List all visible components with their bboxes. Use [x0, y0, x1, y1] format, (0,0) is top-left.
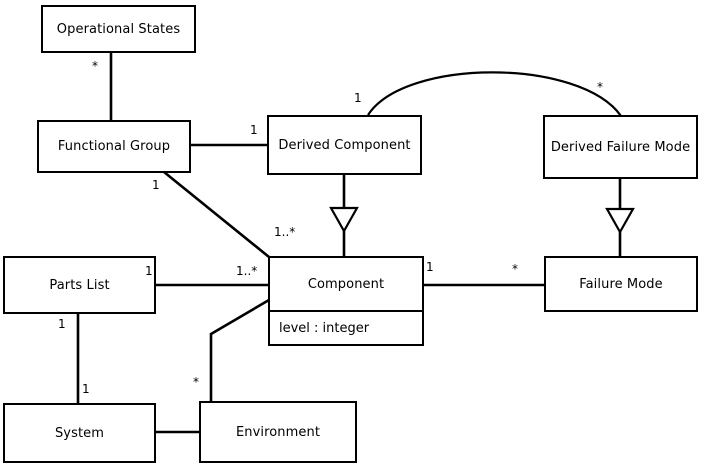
class-box-operational-states[interactable]: Operational States — [41, 5, 196, 53]
edge-environment-component — [209, 298, 270, 401]
class-name-derived-failure-mode: Derived Failure Mode — [550, 139, 691, 155]
class-box-environment[interactable]: Environment — [199, 401, 357, 463]
class-name-system: System — [54, 425, 105, 441]
multiplicity-component-parts-list: 1..* — [236, 264, 258, 278]
class-box-component[interactable]: Component level : integer — [268, 256, 424, 346]
multiplicity-failure-mode-component: * — [512, 262, 518, 276]
class-box-parts-list[interactable]: Parts List — [3, 256, 156, 314]
generalization-triangle-failure-mode — [605, 207, 635, 235]
class-name-component: Component — [307, 276, 385, 292]
generalization-triangle-component — [329, 206, 359, 234]
class-name-parts-list: Parts List — [49, 277, 110, 293]
edge-derived-component-derived-failure-mode — [367, 71, 622, 117]
multiplicity-derived-component-derived-failure-mode: 1 — [354, 91, 362, 105]
multiplicity-environment-component: * — [193, 375, 199, 389]
class-box-derived-failure-mode[interactable]: Derived Failure Mode — [543, 115, 698, 179]
class-box-failure-mode[interactable]: Failure Mode — [544, 256, 698, 312]
multiplicity-parts-list-component: 1 — [145, 264, 153, 278]
edge-functional-group-component — [163, 170, 270, 259]
multiplicity-derived-failure-mode-derived-component: * — [597, 80, 603, 94]
multiplicity-system-parts-list: 1 — [82, 382, 90, 396]
class-attribute-component-level: level : integer — [270, 310, 422, 344]
class-name-environment: Environment — [235, 424, 321, 440]
class-name-failure-mode: Failure Mode — [579, 276, 663, 292]
class-name-derived-component: Derived Component — [278, 137, 411, 153]
class-box-derived-component[interactable]: Derived Component — [267, 115, 422, 175]
multiplicity-parts-list-system: 1 — [58, 317, 66, 331]
multiplicity-functional-group-component: 1 — [152, 178, 160, 192]
multiplicity-operational-states-functional-group: * — [92, 59, 98, 73]
class-box-functional-group[interactable]: Functional Group — [37, 120, 191, 173]
class-name-operational-states: Operational States — [56, 21, 181, 37]
class-box-system[interactable]: System — [3, 403, 156, 463]
multiplicity-component-failure-mode: 1 — [426, 260, 434, 274]
multiplicity-component-functional-group: 1..* — [274, 225, 296, 239]
class-name-functional-group: Functional Group — [57, 139, 171, 154]
multiplicity-functional-group-derived-component: 1 — [250, 123, 258, 137]
